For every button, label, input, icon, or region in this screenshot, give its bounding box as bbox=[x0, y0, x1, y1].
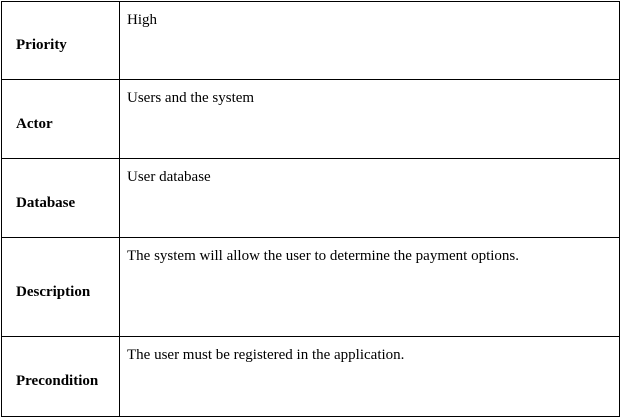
value-cell: The user must be registered in the appli… bbox=[119, 336, 620, 417]
table-row-precondition: Precondition The user must be registered… bbox=[1, 336, 620, 417]
row-value: Users and the system bbox=[127, 90, 255, 106]
value-cell: Users and the system bbox=[119, 79, 620, 159]
label-cell: Priority bbox=[1, 1, 120, 80]
row-value: User database bbox=[127, 169, 211, 185]
row-label: Precondition bbox=[16, 373, 99, 389]
row-label: Actor bbox=[16, 115, 53, 132]
row-value: High bbox=[127, 12, 157, 28]
value-cell: User database bbox=[119, 158, 620, 238]
label-cell: Precondition bbox=[1, 336, 120, 417]
label-cell: Actor bbox=[1, 79, 120, 159]
row-value: The user must be registered in the appli… bbox=[127, 347, 405, 363]
table-row-description: Description The system will allow the us… bbox=[1, 237, 620, 337]
row-label: Database bbox=[16, 194, 76, 211]
row-label: Description bbox=[16, 283, 91, 300]
label-cell: Database bbox=[1, 158, 120, 238]
table-row-database: Database User database bbox=[1, 158, 620, 238]
row-label: Priority bbox=[16, 37, 67, 53]
value-cell: High bbox=[119, 1, 620, 80]
value-cell: The system will allow the user to determ… bbox=[119, 237, 620, 337]
table-row-actor: Actor Users and the system bbox=[1, 79, 620, 159]
table-row-priority: Priority High bbox=[1, 1, 620, 80]
label-cell: Description bbox=[1, 237, 120, 337]
row-value: The system will allow the user to determ… bbox=[127, 248, 519, 264]
